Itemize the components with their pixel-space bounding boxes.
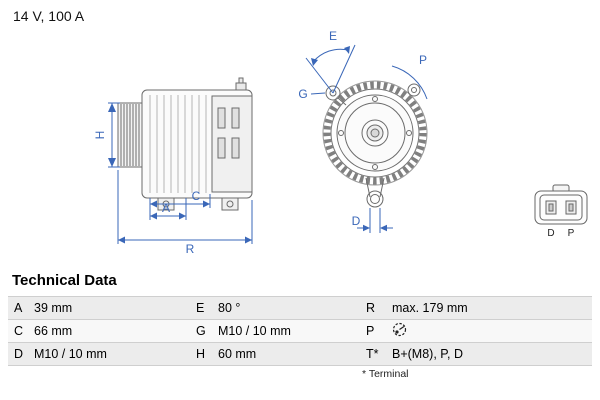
- dim-label-P: P: [419, 53, 427, 67]
- terminal-footnote: * Terminal: [362, 368, 409, 380]
- technical-data-title: Technical Data: [12, 272, 117, 289]
- spec-value: [390, 320, 592, 342]
- dim-label-D: D: [352, 214, 361, 228]
- spec-key: T*: [366, 347, 379, 361]
- spec-value: B+(M8), P, D: [392, 347, 463, 361]
- alternator-front-view: [322, 80, 428, 208]
- technical-drawing: H C A R: [93, 29, 588, 256]
- dim-label-R: R: [186, 242, 195, 256]
- front-view-dimensions: [305, 44, 428, 233]
- voltage-current-rating: 14 V, 100 A: [13, 8, 85, 24]
- table-row: C 66 mm G M10 / 10 mm P: [8, 320, 592, 343]
- technical-data-section: Technical Data A 39 mm E 80 ° R max. 179…: [8, 272, 592, 380]
- spec-value: M10 / 10 mm: [218, 324, 291, 338]
- spec-value: 80 °: [218, 301, 241, 315]
- spec-key: C: [14, 324, 24, 338]
- dim-label-G: G: [298, 87, 307, 101]
- spec-key: G: [196, 324, 206, 338]
- spec-value: M10 / 10 mm: [34, 347, 107, 361]
- dim-label-H: H: [93, 131, 107, 140]
- spec-key: H: [196, 347, 206, 361]
- spec-key: E: [196, 301, 205, 315]
- table-row: A 39 mm E 80 ° R max. 179 mm: [8, 297, 592, 320]
- side-view-dimensions: [108, 102, 253, 244]
- alternator-side-view: [117, 77, 253, 211]
- plug-orientation-icon: [392, 322, 407, 340]
- spec-key: D: [14, 347, 24, 361]
- connector-2pin: [534, 184, 588, 225]
- dim-label-E: E: [329, 29, 337, 43]
- spec-key: R: [366, 301, 376, 315]
- spec-value: 39 mm: [34, 301, 73, 315]
- technical-data-table: A 39 mm E 80 ° R max. 179 mm C 66 mm G M…: [8, 296, 592, 366]
- connector-pin-label-p: P: [568, 228, 575, 239]
- dim-label-A: A: [162, 201, 170, 215]
- spec-value: 66 mm: [34, 324, 73, 338]
- table-row: D M10 / 10 mm H 60 mm T* B+(M8), P, D: [8, 343, 592, 366]
- spec-key: A: [14, 301, 23, 315]
- spec-key: P: [366, 324, 375, 338]
- dim-label-C: C: [192, 189, 201, 203]
- spec-value: 60 mm: [218, 347, 257, 361]
- spec-value: max. 179 mm: [392, 301, 468, 315]
- connector-pin-label-d: D: [547, 228, 554, 239]
